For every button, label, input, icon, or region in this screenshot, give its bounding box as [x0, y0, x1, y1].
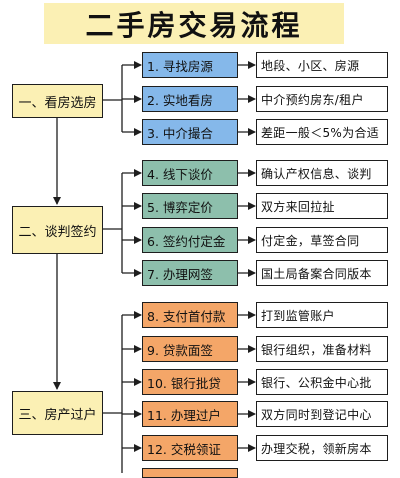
step-box: 3. 中介撮合	[142, 119, 238, 145]
detail-text: 差距一般＜5%为合适	[261, 125, 380, 140]
step-box: 2. 实地看房	[142, 86, 238, 112]
step-label: 10. 银行批贷	[147, 375, 221, 391]
detail-box: 双方来回拉扯	[256, 193, 388, 219]
step-label: 3. 中介撮合	[147, 125, 213, 141]
title-banner: 二手房交易流程	[44, 3, 344, 44]
detail-box: 中介预约房东/租户	[256, 86, 388, 112]
detail-box: 确认产权信息、谈判	[256, 160, 388, 186]
step-label: 2. 实地看房	[147, 92, 213, 108]
detail-text: 中介预约房东/租户	[261, 92, 364, 107]
detail-text: 双方同时到登记中心	[261, 407, 372, 422]
step-label: 9. 贷款面签	[147, 342, 213, 358]
detail-text: 国土局备案合同版本	[261, 266, 372, 281]
step-box: 6. 签约付定金	[142, 227, 238, 253]
detail-box: 银行、公积金中心批	[256, 369, 388, 395]
step-box: 12. 交税领证	[142, 435, 238, 461]
detail-box: 差距一般＜5%为合适	[256, 119, 388, 145]
detail-text: 银行、公积金中心批	[261, 375, 372, 390]
detail-text: 地段、小区、房源	[261, 58, 360, 73]
phase-label: 二、谈判签约	[18, 224, 97, 240]
detail-box: 付定金，草签合同	[256, 227, 388, 253]
detail-text: 确认产权信息、谈判	[261, 166, 372, 181]
detail-text: 银行组织，准备材料	[261, 342, 372, 357]
detail-text: 双方来回拉扯	[261, 199, 335, 214]
step-label: 6. 签约付定金	[147, 233, 226, 249]
detail-box: 双方同时到登记中心	[256, 401, 388, 427]
step-box: 7. 办理网签	[142, 260, 238, 286]
detail-box: 打到监管账户	[256, 302, 388, 328]
detail-box: 国土局备案合同版本	[256, 260, 388, 286]
step-box: 8. 支付首付款	[142, 302, 238, 328]
step-label: 12. 交税领证	[147, 441, 221, 457]
step-box: 11. 办理过户	[142, 401, 238, 427]
step-box-partial	[142, 468, 238, 478]
phase-box-negotiation: 二、谈判签约	[12, 206, 103, 254]
step-box: 4. 线下谈价	[142, 160, 238, 186]
detail-box: 办理交税，领新房本	[256, 435, 388, 461]
phase-label: 一、看房选房	[18, 95, 97, 111]
phase-box-viewing: 一、看房选房	[12, 84, 103, 118]
step-box: 5. 博弈定价	[142, 193, 238, 219]
detail-text: 办理交税，领新房本	[261, 441, 372, 456]
step-box: 9. 贷款面签	[142, 336, 238, 362]
step-label: 4. 线下谈价	[147, 166, 213, 182]
step-label: 7. 办理网签	[147, 266, 213, 282]
step-label: 5. 博弈定价	[147, 199, 213, 215]
detail-text: 付定金，草签合同	[261, 233, 360, 248]
detail-box: 银行组织，准备材料	[256, 336, 388, 362]
step-label: 8. 支付首付款	[147, 308, 226, 324]
step-label: 11. 办理过户	[147, 407, 221, 423]
phase-box-transfer: 三、房产过户	[12, 391, 103, 435]
step-label: 1. 寻找房源	[147, 58, 213, 74]
page-title: 二手房交易流程	[85, 8, 303, 42]
detail-box: 地段、小区、房源	[256, 52, 388, 78]
detail-text: 打到监管账户	[261, 308, 335, 323]
phase-label: 三、房产过户	[18, 407, 97, 423]
step-box: 1. 寻找房源	[142, 52, 238, 78]
step-box: 10. 银行批贷	[142, 369, 238, 395]
